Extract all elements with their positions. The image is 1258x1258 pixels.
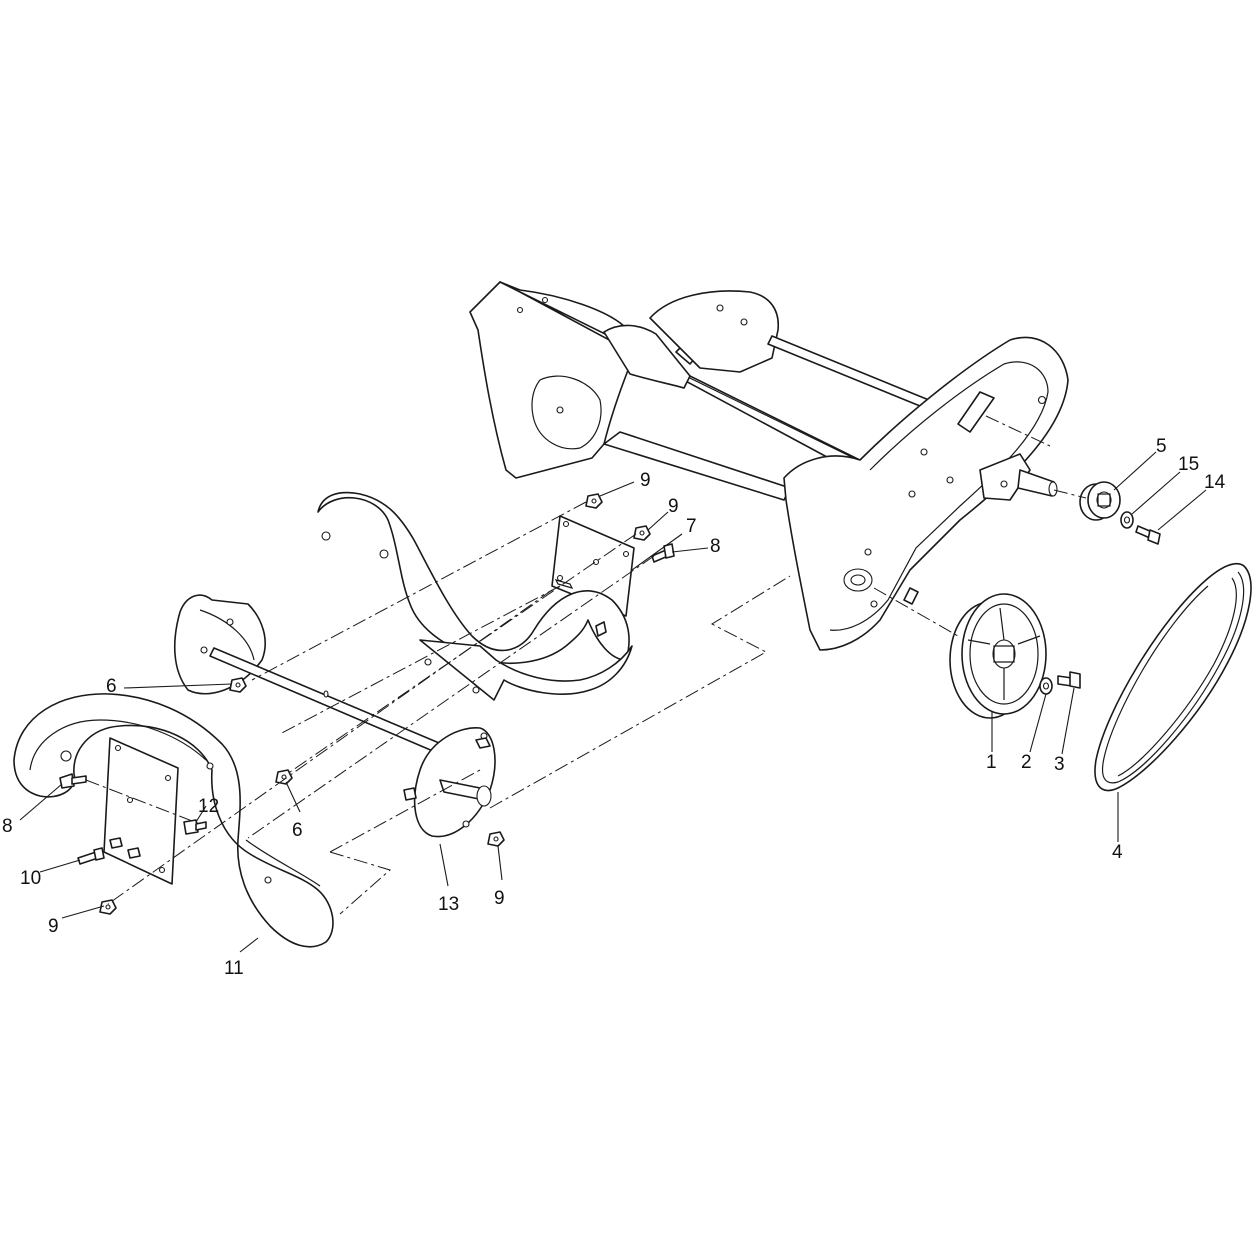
- callout-2: 2: [1021, 752, 1032, 773]
- callout-11: 11: [224, 958, 244, 979]
- hub-washer: [1120, 511, 1134, 529]
- auger-shaft: [173, 594, 471, 767]
- callout-7: 7: [686, 516, 697, 537]
- pulley-washer: [1039, 677, 1053, 695]
- nut-lower-right: [487, 831, 505, 847]
- drive-belt: [1094, 562, 1252, 792]
- callout-4: 4: [1112, 842, 1123, 863]
- callout-10: 10: [20, 868, 41, 889]
- pulley-hub: [1079, 481, 1121, 521]
- auger-spiral-lower: [13, 693, 334, 948]
- bolt-lower-left: [59, 773, 87, 789]
- callout-15: 15: [1178, 454, 1199, 475]
- nut-upper-b: [633, 525, 651, 541]
- paddle-plate-upper: [551, 515, 635, 617]
- callout-9-bottom-left: 9: [48, 916, 59, 937]
- callout-8-right: 8: [710, 536, 721, 557]
- callout-9-top-b: 9: [668, 496, 679, 517]
- pulley-bolt: [1057, 671, 1081, 689]
- paddle-plate-lower: [103, 737, 179, 885]
- callout-9-bottom-right: 9: [494, 888, 505, 909]
- callout-12: 12: [198, 796, 219, 817]
- shear-pin: [183, 819, 207, 835]
- hub-bolt: [1135, 525, 1161, 545]
- callout-14: 14: [1204, 472, 1226, 493]
- drive-pulley: [949, 593, 1047, 719]
- callout-8-left: 8: [2, 816, 13, 837]
- leader-lines: [19, 451, 1207, 953]
- bolt-long: [77, 847, 105, 865]
- nut-lower-left: [99, 899, 117, 915]
- callout-9-top-a: 9: [640, 470, 651, 491]
- callout-6-left: 6: [106, 676, 117, 697]
- auger-end-disc: [403, 727, 496, 838]
- bolt-upper: [651, 543, 675, 563]
- callout-labels: 1 2 3 4 5 6 6 7 8 8 9 9 9 9 10 11 12 13 …: [2, 436, 1226, 979]
- callout-3: 3: [1054, 754, 1065, 775]
- nut-upper-a: [585, 493, 603, 509]
- auger-spiral-upper: [317, 491, 633, 701]
- callout-5: 5: [1156, 436, 1167, 457]
- auger-housing: [469, 281, 1069, 651]
- assembly-guides: [85, 415, 1087, 915]
- callout-1: 1: [986, 752, 997, 773]
- callout-13: 13: [438, 894, 459, 915]
- spacer-left: [229, 677, 247, 693]
- callout-6-right: 6: [292, 820, 303, 841]
- spacer-right: [275, 769, 293, 785]
